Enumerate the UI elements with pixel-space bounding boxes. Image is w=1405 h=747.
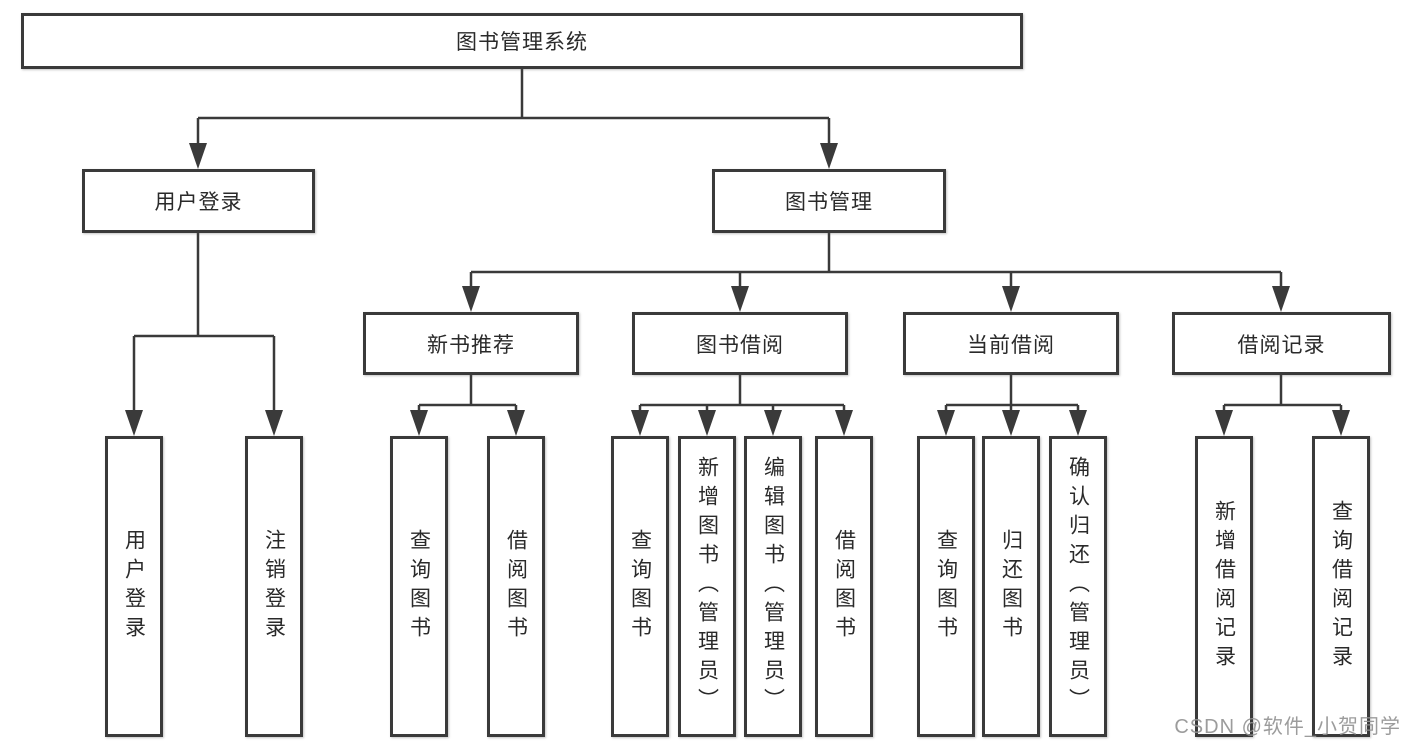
leaf-confirm-return-admin-label: 确认归还（管理员） [1066, 456, 1090, 717]
leaf-query-books-current-label: 查询图书 [934, 528, 958, 645]
node-borrowing-records-label: 借阅记录 [1237, 333, 1326, 357]
leaf-add-books-admin: 新增图书（管理员） [678, 436, 736, 737]
node-book-management-label: 图书管理 [785, 191, 873, 214]
node-new-book-recommend-label: 新书推荐 [427, 333, 515, 357]
leaf-add-borrow-record-label: 新增借阅记录 [1212, 499, 1236, 674]
connector-borrow-to-leaves [638, 375, 846, 417]
leaf-borrow-books: 借阅图书 [815, 436, 873, 737]
connector-root-to-level2 [196, 69, 831, 150]
node-book-borrowing: 图书借阅 [632, 312, 848, 375]
node-new-book-recommend: 新书推荐 [363, 312, 579, 375]
leaf-query-books-borrowing: 查询图书 [611, 436, 669, 737]
leaf-query-books-recommend: 查询图书 [390, 436, 448, 737]
node-library-system: 图书管理系统 [21, 13, 1023, 69]
leaf-query-borrow-record: 查询借阅记录 [1312, 436, 1370, 737]
leaf-logout-label: 注销登录 [262, 528, 286, 645]
node-book-management: 图书管理 [712, 169, 946, 233]
connector-newbook-to-leaves [417, 375, 518, 417]
node-book-borrowing-label: 图书借阅 [696, 333, 784, 357]
node-borrowing-records: 借阅记录 [1172, 312, 1391, 375]
csdn-watermark: CSDN @软件_小贺同学 [1174, 716, 1401, 738]
leaf-borrow-books-recommend: 借阅图书 [487, 436, 545, 737]
node-current-borrowing: 当前借阅 [903, 312, 1119, 375]
connector-record-to-leaves [1222, 375, 1343, 417]
leaf-query-books-recommend-label: 查询图书 [407, 528, 431, 645]
arrowheads [125, 143, 1350, 436]
leaf-add-books-admin-label: 新增图书（管理员） [695, 456, 719, 717]
leaf-query-books-current: 查询图书 [917, 436, 975, 737]
leaf-query-borrow-record-label: 查询借阅记录 [1329, 499, 1353, 674]
leaf-borrow-books-label: 借阅图书 [832, 528, 856, 645]
leaf-edit-books-admin-label: 编辑图书（管理员） [761, 456, 785, 717]
leaf-user-login: 用户登录 [105, 436, 163, 737]
leaf-return-books-label: 归还图书 [999, 528, 1023, 645]
node-library-system-label: 图书管理系统 [456, 31, 588, 54]
leaf-borrow-books-recommend-label: 借阅图书 [504, 528, 528, 645]
leaf-edit-books-admin: 编辑图书（管理员） [744, 436, 802, 737]
leaf-logout: 注销登录 [245, 436, 303, 737]
node-current-borrowing-label: 当前借阅 [967, 333, 1055, 357]
leaf-return-books: 归还图书 [982, 436, 1040, 737]
connector-userlogin-to-leaves [132, 233, 276, 416]
connector-bookmgmt-to-level3 [469, 233, 1283, 293]
leaf-query-books-borrowing-label: 查询图书 [628, 528, 652, 645]
leaf-confirm-return-admin: 确认归还（管理员） [1049, 436, 1107, 737]
leaf-add-borrow-record: 新增借阅记录 [1195, 436, 1253, 737]
node-user-login: 用户登录 [82, 169, 315, 233]
node-user-login-label: 用户登录 [154, 191, 243, 214]
leaf-user-login-label: 用户登录 [122, 528, 146, 645]
